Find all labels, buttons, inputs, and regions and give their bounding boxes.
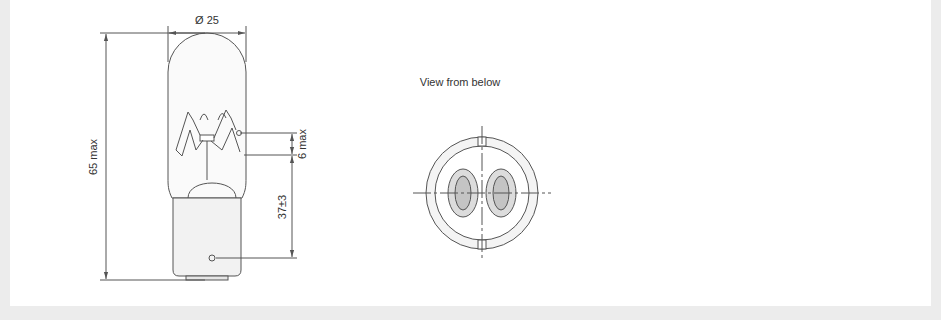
diameter-dimension: Ø 25 bbox=[193, 14, 221, 27]
height-dimension: 65 max bbox=[87, 137, 100, 177]
view-caption: View from below bbox=[418, 76, 503, 89]
bulb-side-view bbox=[168, 33, 246, 280]
dimension-lines bbox=[100, 26, 297, 280]
base-bottom-view bbox=[413, 126, 551, 261]
light-centre-dimension: 37±3 bbox=[276, 193, 289, 221]
panel bbox=[10, 0, 931, 306]
filament-dimension: 6 max bbox=[296, 127, 309, 161]
